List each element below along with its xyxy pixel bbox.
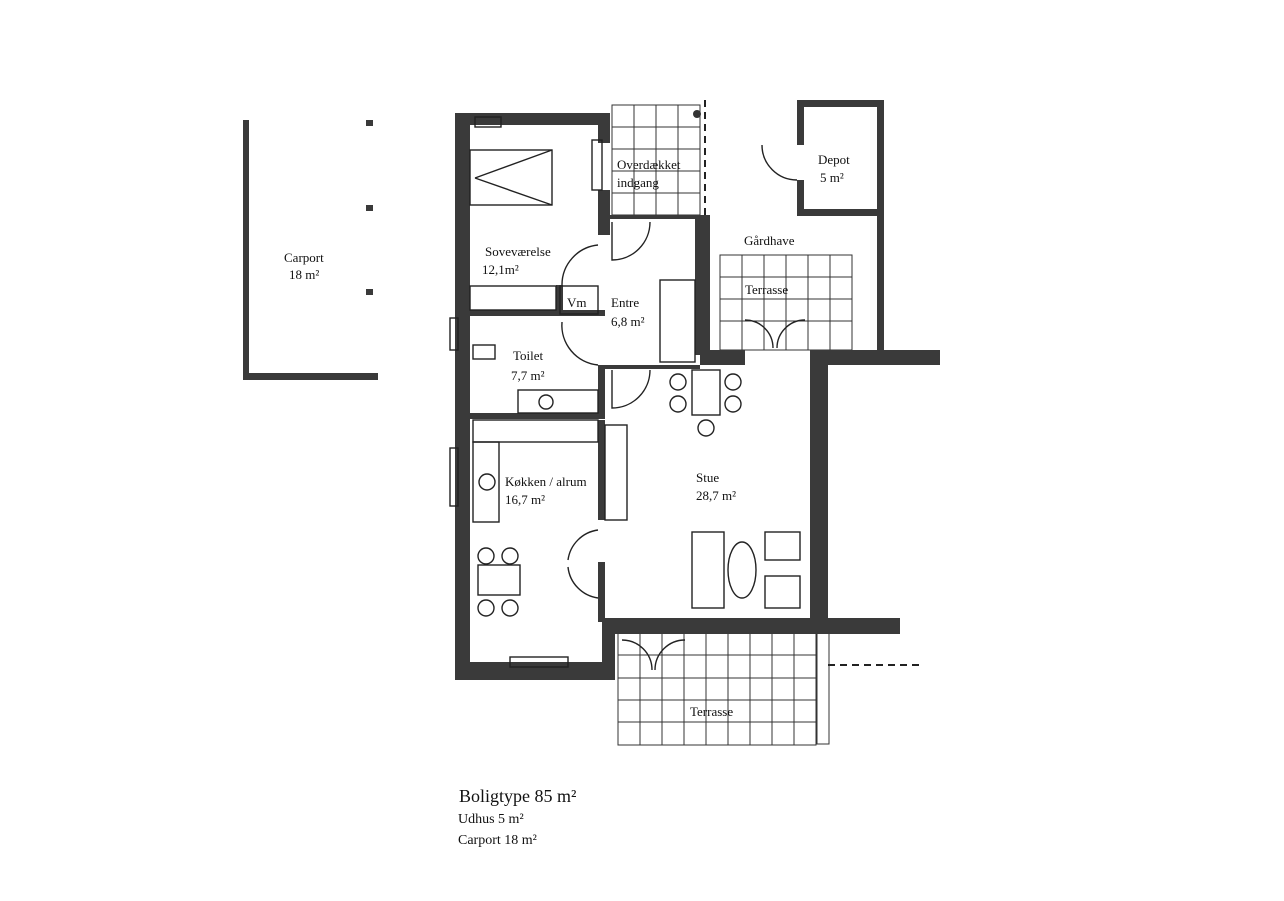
depot-area: 5 m² <box>820 170 844 185</box>
toilet-area: 7,7 m² <box>511 368 545 383</box>
utility-label: Vm <box>567 295 587 310</box>
kitchen-area: 16,7 m² <box>505 492 545 507</box>
covered-entrance-label-2: indgang <box>617 175 659 190</box>
furniture <box>449 116 806 671</box>
bedroom-label: Soveværelse <box>485 244 551 259</box>
carport-label: Carport <box>284 250 324 265</box>
bedroom-area: 12,1m² <box>482 262 519 277</box>
living-area: 28,7 m² <box>696 488 736 503</box>
covered-entrance-label-1: Overdækket <box>617 157 681 172</box>
courtyard-terrace-tiles <box>719 254 853 351</box>
carport-summary: Carport 18 m² <box>458 833 537 848</box>
depot-label: Depot <box>818 152 850 167</box>
living-label: Stue <box>696 470 719 485</box>
carport-outline <box>243 120 378 380</box>
kitchen-label: Køkken / alrum <box>505 474 587 489</box>
carport-area: 18 m² <box>289 267 319 282</box>
courtyard-label: Gårdhave <box>744 233 795 248</box>
housing-type-summary: Boligtype 85 m² <box>459 786 576 806</box>
shed-summary: Udhus 5 m² <box>458 812 524 827</box>
toilet-label: Toilet <box>513 348 544 363</box>
house-walls <box>455 100 940 680</box>
courtyard-terrace-label: Terrasse <box>745 282 788 297</box>
entrance-label: Entre <box>611 295 639 310</box>
entrance-area: 6,8 m² <box>611 314 645 329</box>
covered-entrance-tiles <box>611 100 706 216</box>
south-terrace-label: Terrasse <box>690 704 733 719</box>
